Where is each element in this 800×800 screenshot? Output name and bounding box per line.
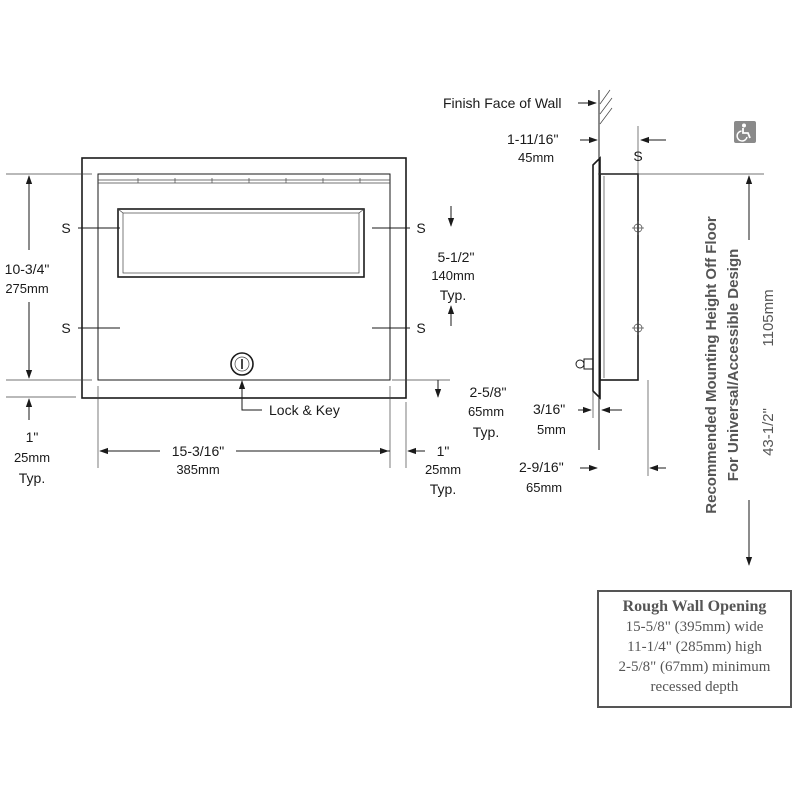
mounting-dim-metric: 1105mm [760,289,777,346]
bottom-margin-imperial: 1" [26,429,39,445]
wall-hatch [599,89,613,125]
cabinet-profile [575,156,644,400]
outer-flange [81,157,407,399]
depth-dim-metric: 65mm [526,480,562,495]
bottom-margin-note: Typ. [19,470,45,486]
screw-label-top-left: S [61,220,70,236]
screw-label-bottom-right: S [416,320,425,336]
rough-wall-opening-box: Rough Wall Opening 15-5/8" (395mm) wide … [597,590,792,708]
lock-label: Lock & Key [269,402,340,418]
front-view: S S S S 10-3/4" 275mm 1" 25mm Typ. 15-3/… [5,157,507,497]
wheelchair-icon [734,121,756,143]
rough-opening-depth: 2-5/8" (67mm) minimum [618,659,771,675]
rough-opening-width: 15-5/8" (395mm) wide [625,619,764,635]
side-margin-metric: 25mm [425,462,461,477]
screw-spacing-note: Typ. [440,287,466,303]
flange-depth-note: Typ. [473,424,499,440]
width-dim-imperial: 15-3/16" [172,443,224,459]
depth-dim-imperial: 2-9/16" [519,459,564,475]
bottom-margin-metric: 25mm [14,450,50,465]
side-view: Finish Face of Wall 1-11/16" 45mm S [443,89,777,566]
dispensing-opening [117,208,365,278]
height-dim-imperial: 10-3/4" [5,261,50,277]
side-screw-label: S [633,148,642,164]
flange-dim-imperial: 3/16" [533,401,565,417]
flange-depth-metric: 65mm [468,404,504,419]
mounting-text-line2: For Universal/Accessible Design [725,249,742,482]
lock-icon [230,352,254,376]
projection-dim-metric: 45mm [518,150,554,165]
side-margin-note: Typ. [430,481,456,497]
side-margin-imperial: 1" [437,443,450,459]
screw-label-top-right: S [416,220,425,236]
rough-opening-depth-note: recessed depth [650,679,739,695]
wall-label: Finish Face of Wall [443,95,562,111]
hinge-ticks [137,178,361,183]
rough-opening-title: Rough Wall Opening [622,598,767,615]
projection-dim-imperial: 1-11/16" [507,131,558,147]
height-dim-metric: 275mm [5,281,48,296]
rough-opening-height: 11-1/4" (285mm) high [627,639,762,655]
screw-label-bottom-left: S [61,320,70,336]
screw-spacing-metric: 140mm [431,268,474,283]
cabinet-face [97,173,391,381]
mounting-dim-imperial: 43-1/2" [760,408,777,456]
flange-dim-metric: 5mm [537,422,566,437]
screw-spacing-imperial: 5-1/2" [438,249,475,265]
width-dim-metric: 385mm [176,462,219,477]
mounting-text-line1: Recommended Mounting Height Off Floor [703,216,720,514]
flange-depth-imperial: 2-5/8" [470,384,507,400]
